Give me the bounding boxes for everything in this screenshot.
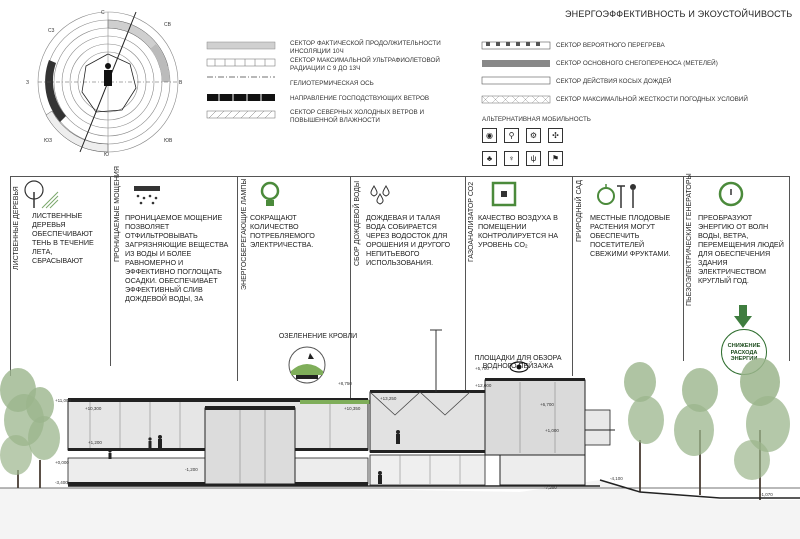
column-label-co2: ГАЗОАНАЛИЗАТОР СО2 bbox=[468, 181, 475, 262]
walk-icon: ⚲ bbox=[504, 128, 519, 143]
column-label-rainwater: СБОР ДОЖДЕВОЙ ВОДЫ bbox=[354, 180, 361, 266]
co2-sensor-icon bbox=[491, 181, 517, 207]
rain-drops-icon bbox=[370, 185, 390, 205]
column-label-trees: ЛИСТВЕННЫЕ ДЕРЕВЬЯ bbox=[13, 186, 20, 270]
level-mark: +10,350 bbox=[344, 406, 361, 411]
column-label-lamps: ЭНЕРГОСБЕРЕГАЮЩИЕ ЛАМПЫ bbox=[241, 178, 248, 290]
legend-swatches-left bbox=[206, 41, 276, 119]
level-mark: +0,000 bbox=[55, 460, 69, 465]
level-mark: -1,200 bbox=[185, 467, 198, 472]
text-lamps: СОКРАЩАЮТ КОЛИЧЕСТВО ПОТРЕБЛЯЕМОГО ЭЛЕКТ… bbox=[250, 213, 315, 249]
plant-icon: ♣ bbox=[482, 151, 497, 166]
column-label-piezo: ПЬЕЗОЭЛЕКТРИЧЕСКИЕ ГЕНЕРАТОРЫ bbox=[686, 173, 693, 306]
svg-text:В: В bbox=[179, 80, 183, 86]
svg-text:СВ: СВ bbox=[164, 22, 172, 28]
column-label-garden: ПРИРОДНЫЙ САД bbox=[576, 179, 583, 242]
level-mark: +13,250 bbox=[380, 396, 397, 401]
legend-item-rain: СЕКТОР ДЕЙСТВИЯ КОСЫХ ДОЖДЕЙ bbox=[556, 78, 672, 85]
arrows-icon: ✣ bbox=[548, 128, 563, 143]
trees-left bbox=[0, 368, 60, 505]
trees-right bbox=[624, 358, 790, 500]
platform-eye-icon bbox=[509, 361, 529, 373]
piezo-icon bbox=[718, 181, 744, 207]
svg-text:Ю: Ю bbox=[104, 152, 109, 157]
legend-item-uv: СЕКТОР МАКСИМАЛЬНОЙ УЛЬТРАФИОЛЕТОВОЙ РАД… bbox=[290, 57, 440, 72]
legend-item-overheat: СЕКТОР ВЕРОЯТНОГО ПЕРЕГРЕВА bbox=[556, 42, 665, 49]
level-mark: +5,700 bbox=[475, 366, 489, 371]
building-section bbox=[0, 329, 800, 539]
level-mark: +1,000 bbox=[545, 428, 559, 433]
level-mark: +8,750 bbox=[338, 381, 352, 386]
level-mark: +6,700 bbox=[540, 402, 554, 407]
flag-icon: ⚑ bbox=[548, 151, 563, 166]
legend-item-north-winds: СЕКТОР СЕВЕРНЫХ ХОЛОДНЫХ ВЕТРОВ И ПОВЫШЕ… bbox=[290, 109, 424, 124]
mobility-title: АЛЬТЕРНАТИВНАЯ МОБИЛЬНОСТЬ bbox=[482, 116, 591, 123]
column-label-paving: ПРОНИЦАЕМЫЕ МОЩЕНИЯ bbox=[114, 166, 121, 262]
text-garden: МЕСТНЫЕ ПЛОДОВЫЕ РАСТЕНИЯ МОГУТ ОБЕСПЕЧИ… bbox=[590, 213, 671, 258]
compass-nw: С3 bbox=[48, 28, 55, 34]
text-trees: ЛИСТВЕННЫЕ ДЕРЕВЬЯ ОБЕСПЕЧИВАЮТ ТЕНЬ В Т… bbox=[32, 211, 94, 265]
text-co2: КАЧЕСТВО ВОЗДУХА В ПОМЕЩЕНИИ КОНТРОЛИРУЕ… bbox=[478, 213, 559, 249]
legend-item-winds: НАПРАВЛЕНИЕ ГОСПОДСТВУЮЩИХ ВЕТРОВ bbox=[290, 95, 430, 102]
fruit-tools-icon bbox=[597, 184, 636, 208]
level-mark: +12,000 bbox=[475, 383, 492, 388]
eye-icon: ◉ bbox=[482, 128, 497, 143]
level-mark: -7,200 bbox=[544, 485, 557, 490]
text-piezo: ПРЕОБРАЗУЮТ ЭНЕРГИЮ ОТ ВОЛН ВОДЫ, ВЕТРА,… bbox=[698, 213, 784, 285]
legend-item-harsh: СЕКТОР МАКСИМАЛЬНОЙ ЖЕСТКОСТИ ПОГОДНЫХ У… bbox=[556, 96, 748, 103]
level-mark: +11,000 bbox=[55, 398, 72, 403]
page-title: ЭНЕРГОЭФФЕКТИВНОСТЬ И ЭКОУСТОЙЧИВОСТЬ bbox=[565, 9, 793, 19]
svg-text:ЮЗ: ЮЗ bbox=[44, 138, 52, 144]
energy-badge: СНИЖЕНИЕ РАСХОДА ЭНЕРГИИ bbox=[721, 329, 767, 375]
down-arrow-icon bbox=[734, 305, 752, 328]
level-mark: +10,300 bbox=[85, 406, 102, 411]
text-paving: ПРОНИЦАЕМОЕ МОЩЕНИЕ ПОЗВОЛЯЕТ ОТФИЛЬТРОВ… bbox=[125, 213, 229, 303]
level-mark: +1,200 bbox=[88, 440, 102, 445]
text-rainwater: ДОЖДЕВАЯ И ТАЛАЯ ВОДА СОБИРАЕТСЯ ЧЕРЕЗ В… bbox=[366, 213, 451, 267]
tree-icon bbox=[24, 180, 59, 209]
callout-roof-green: ОЗЕЛЕНЕНИЕ КРОВЛИ bbox=[278, 333, 358, 340]
level-mark: -1,070 bbox=[760, 492, 773, 497]
legend-item-snow: СЕКТОР ОСНОВНОГО СНЕГОПЕРЕНОСА (МЕТЕЛЕЙ) bbox=[556, 60, 718, 67]
legend-swatches-right bbox=[481, 41, 551, 104]
drink-icon: ♆ bbox=[504, 151, 519, 166]
sun-path-diagram: С С3 СВ В ЮВ Ю ЮЗ З bbox=[26, 10, 183, 157]
legend-item-helio-axis: ГЕЛИОТЕРМИЧЕСКАЯ ОСЬ bbox=[290, 80, 374, 87]
paving-icon bbox=[134, 186, 160, 205]
legend-item-insolation: СЕКТОР ФАКТИЧЕСКОЙ ПРОДОЛЖИТЕЛЬНОСТИ ИНС… bbox=[290, 40, 441, 55]
energy-badge-text: СНИЖЕНИЕ РАСХОДА ЭНЕРГИИ bbox=[727, 343, 761, 362]
roof-garden-icon bbox=[288, 346, 326, 384]
bike-icon: ⚙ bbox=[526, 128, 541, 143]
lamp-icon bbox=[260, 181, 280, 206]
level-mark: -4,100 bbox=[610, 476, 623, 481]
compass-north: С bbox=[101, 10, 105, 16]
level-mark: -3,400 bbox=[55, 480, 68, 485]
svg-text:ЮВ: ЮВ bbox=[164, 138, 173, 144]
food-icon: ψ bbox=[526, 151, 541, 166]
columns-top-rule bbox=[10, 176, 790, 177]
svg-text:З: З bbox=[26, 80, 29, 86]
